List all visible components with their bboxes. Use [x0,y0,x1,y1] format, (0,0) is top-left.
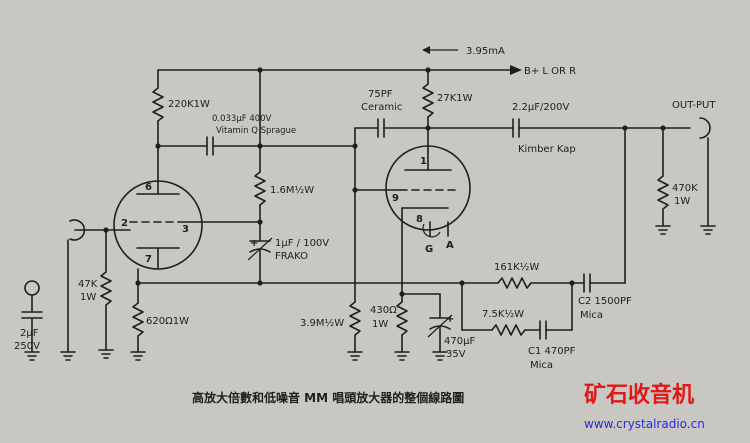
r-1-6m-label: 1.6M½W [270,184,314,196]
polarity-mark: + [446,314,454,325]
pin-label: G [425,244,433,255]
pin-label: 6 [145,182,152,193]
polarity-mark: + [250,238,258,249]
ground-icon [60,351,76,361]
pin-label: 2 [121,218,128,229]
cap-2uf-label-2: 250V [14,341,40,352]
watermark-url: www.crystalradio.cn [584,417,705,431]
pin-label: 8 [416,214,423,225]
ground-icon [347,351,363,361]
cap-033-label-1: 0.033μF 400V [212,114,272,124]
tube-v2 [385,145,471,231]
pin-label: 9 [392,193,399,204]
r-620-label: 620Ω1W [146,316,189,327]
ground-icon [700,225,716,235]
cap-c2-label-2: Mica [580,310,603,321]
r-430-label-1: 430Ω [370,305,397,316]
r-27k-label: 27K1W [437,93,473,104]
resistor-47k [100,271,112,306]
bplus-label: B+ L OR R [524,66,576,77]
r-470k-label-2: 1W [674,196,690,207]
cap-470uf-arrow [427,314,453,338]
ground-icon [98,349,114,359]
cap-c2-label-1: C2 1500PF [578,296,632,307]
ground-icon [24,351,40,361]
r-47k-label-1: 47K [78,279,98,290]
resistor-27k [422,83,434,118]
ground-icon [655,225,671,235]
output-jack-icon [699,117,711,139]
pin-label: 7 [145,254,152,265]
resistor-220k [152,87,164,122]
cap-2uf-label-1: 2μF [20,328,39,339]
r-470k-label-1: 470K [672,183,698,194]
heater-arc [422,223,441,238]
current-label: 3.95mA [466,46,505,57]
pin-label: 1 [420,156,427,167]
cap-1uf-label-2: FRAKO [275,251,308,262]
cap-033-label-2: Vitamin Q Sprague [216,126,296,136]
pin-label: 3 [182,224,189,235]
r-47k-label-2: 1W [80,292,96,303]
current-arrow-head [422,46,430,54]
cap-470uf-label-1: 470μF [444,336,475,347]
resistor-3-9m [349,301,361,336]
bplus-arrow [510,65,522,75]
resistor-7-5k [491,324,526,336]
cap-1uf-arrow [247,237,273,261]
cap-c1-label-1: C1 470PF [528,346,576,357]
r-430-label-2: 1W [372,319,388,330]
r-7-5k-label: 7.5K½W [482,308,524,320]
watermark-brand: 矿石收音机 [584,382,694,408]
ground-icon [432,351,448,361]
resistor-161k [497,277,532,289]
cap-c1-label-2: Mica [530,360,553,371]
cap-2-2uf-label-1: 2.2μF/200V [512,102,569,113]
pin-label: A [446,240,454,251]
output-label: OUT-PUT [672,100,716,111]
cap-75pf-label-1: 75PF [368,89,393,100]
cap-470uf-label-2: 35V [446,349,466,360]
resistor-430 [396,301,408,336]
cap-1uf-label-1: 1μF / 100V [275,238,329,249]
resistor-620 [132,302,144,337]
resistor-1-6m [254,171,266,206]
diagram-caption: 高放大倍數和低噪音 MM 唱頭放大器的整個線路圖 [192,390,464,405]
resistor-470k [657,175,669,210]
r-3-9m-label: 3.9M½W [300,317,344,329]
ground-icon [130,351,146,361]
ground-icon [394,351,410,361]
r-220k-label: 220K1W [168,99,210,110]
cap-2-2uf-label-2: Kimber Kap [518,144,576,155]
r-161k-label: 161K½W [494,261,539,273]
cap-75pf-label-2: Ceramic [361,102,402,113]
supply-terminal-icon [24,280,40,296]
